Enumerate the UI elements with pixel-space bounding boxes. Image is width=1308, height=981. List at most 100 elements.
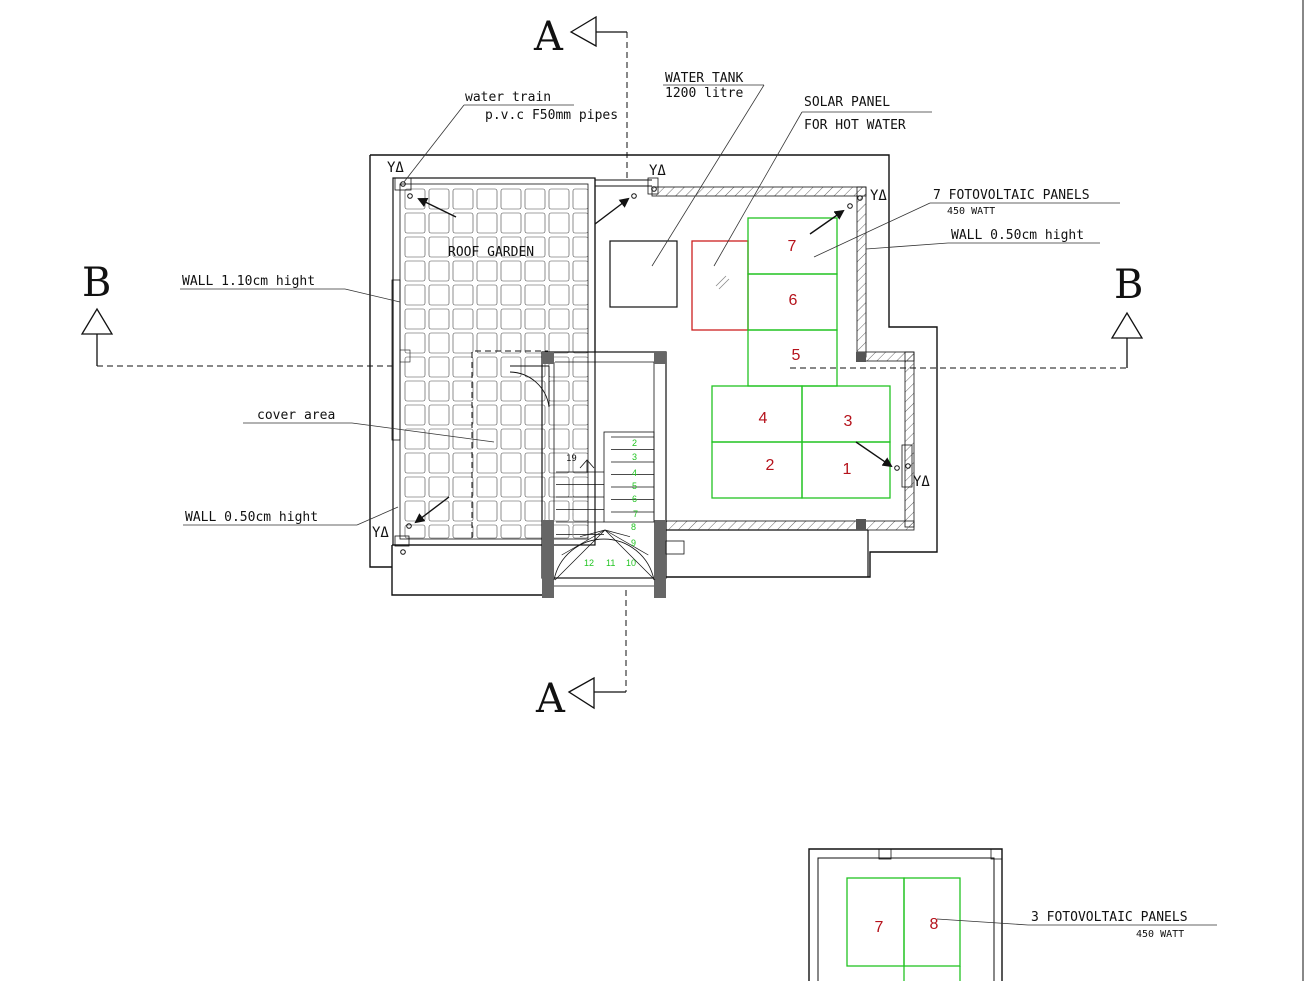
paving-tile — [452, 476, 474, 498]
paving-tile — [476, 524, 498, 539]
paving-tile — [452, 332, 474, 354]
pv-panel-number: 3 — [844, 413, 853, 430]
paving-tile — [404, 308, 426, 330]
paving-tile — [452, 188, 474, 210]
paving-tile — [428, 236, 450, 258]
paving-tile — [572, 356, 589, 378]
paving-tile — [524, 500, 546, 522]
paving-tile — [524, 260, 546, 282]
svg-text:1200 litre: 1200 litre — [665, 86, 743, 101]
paving-tile — [500, 332, 522, 354]
stair-number: 10 — [626, 558, 636, 568]
paving-tile — [404, 236, 426, 258]
pv-panel-number: 4 — [759, 410, 768, 427]
paving-tile — [500, 356, 522, 378]
svg-text:p.v.c F50mm pipes: p.v.c F50mm pipes — [485, 108, 618, 123]
solar-hot-water-panel — [691, 240, 749, 331]
pv-panel-number: 5 — [792, 347, 801, 364]
parapet-walls — [651, 186, 915, 531]
small-roof-plan — [808, 848, 1003, 981]
paving-tile — [524, 476, 546, 498]
paving-tile — [524, 428, 546, 450]
paving-tile — [476, 188, 498, 210]
paving-tile — [572, 236, 589, 258]
paving-tile — [572, 524, 589, 539]
paving-tile — [404, 212, 426, 234]
label-water-tank: WATER TANK 1200 litre — [651, 71, 765, 267]
paving-tile — [452, 284, 474, 306]
stair-number: 7 — [633, 509, 638, 519]
paving-tile — [548, 428, 570, 450]
svg-text:B: B — [1114, 262, 1143, 308]
paving-tile — [428, 212, 450, 234]
roof-garden-wall — [391, 177, 652, 546]
label-wall-right: WALL 0.50cm hight — [865, 228, 1100, 250]
paving-tile — [476, 404, 498, 426]
paving-tile — [428, 428, 450, 450]
svg-text:450 WATT: 450 WATT — [947, 206, 995, 217]
paving-tile — [500, 452, 522, 474]
paving-tile — [404, 452, 426, 474]
paving-tile — [452, 404, 474, 426]
drain-symbol: ΥΔ — [649, 163, 666, 179]
paving-tile — [476, 284, 498, 306]
paving-tile — [404, 404, 426, 426]
stair-number: 2 — [632, 438, 637, 448]
paving-tile — [500, 260, 522, 282]
paving-tile — [452, 500, 474, 522]
paving-tile — [428, 284, 450, 306]
paving-tile — [572, 260, 589, 282]
water-tank — [609, 240, 678, 308]
stair-number: 8 — [631, 522, 636, 532]
label-solar-panel: SOLAR PANEL FOR HOT WATER — [713, 95, 932, 267]
drains: ΥΔ ΥΔ ΥΔ ΥΔ ΥΔ — [372, 160, 930, 555]
paving-tile — [548, 476, 570, 498]
pv-panel — [801, 441, 891, 499]
paving-tile — [452, 308, 474, 330]
paving-tile — [428, 452, 450, 474]
paving-tile — [428, 380, 450, 402]
paving-tile — [548, 212, 570, 234]
svg-text:450 WATT: 450 WATT — [1136, 929, 1184, 940]
paving-tile — [428, 260, 450, 282]
paving-tile — [572, 188, 589, 210]
label-water-train: water train p.v.c F50mm pipes — [403, 90, 618, 183]
paving-tile — [572, 380, 589, 402]
pv-panel-number: 7 — [788, 238, 797, 255]
paving-tile — [500, 188, 522, 210]
paving-tile — [548, 308, 570, 330]
drain-symbol: ΥΔ — [870, 188, 887, 204]
svg-text:WALL 0.50cm hight: WALL 0.50cm hight — [185, 510, 318, 525]
paving-tile — [548, 284, 570, 306]
paving-tile — [548, 380, 570, 402]
svg-text:FOR HOT WATER: FOR HOT WATER — [804, 118, 906, 133]
paving-tile — [404, 524, 426, 539]
paving-tile — [428, 308, 450, 330]
paving-tile — [524, 356, 546, 378]
svg-text:WALL 0.50cm hight: WALL 0.50cm hight — [951, 228, 1084, 243]
paving-tile — [500, 404, 522, 426]
stair-treads — [553, 436, 656, 581]
paving-tile — [524, 452, 546, 474]
paving-tile — [476, 356, 498, 378]
paving-tile — [476, 260, 498, 282]
paving-tile — [500, 428, 522, 450]
paving-tile — [548, 500, 570, 522]
paving-tile — [452, 356, 474, 378]
paving-tile — [428, 332, 450, 354]
svg-text:A: A — [535, 676, 566, 722]
flow-arrows — [414, 197, 893, 524]
paving-tile — [572, 476, 589, 498]
paving-tile — [500, 236, 522, 258]
paving-tile — [404, 188, 426, 210]
paving-tile — [548, 260, 570, 282]
paving-tile — [404, 284, 426, 306]
paving-tile — [524, 236, 546, 258]
section-b-right: B — [1110, 262, 1143, 368]
stair-number: 5 — [632, 481, 637, 491]
paving-tile — [476, 212, 498, 234]
paving-tile — [548, 236, 570, 258]
paving-tile — [524, 332, 546, 354]
paving-tile — [572, 428, 589, 450]
